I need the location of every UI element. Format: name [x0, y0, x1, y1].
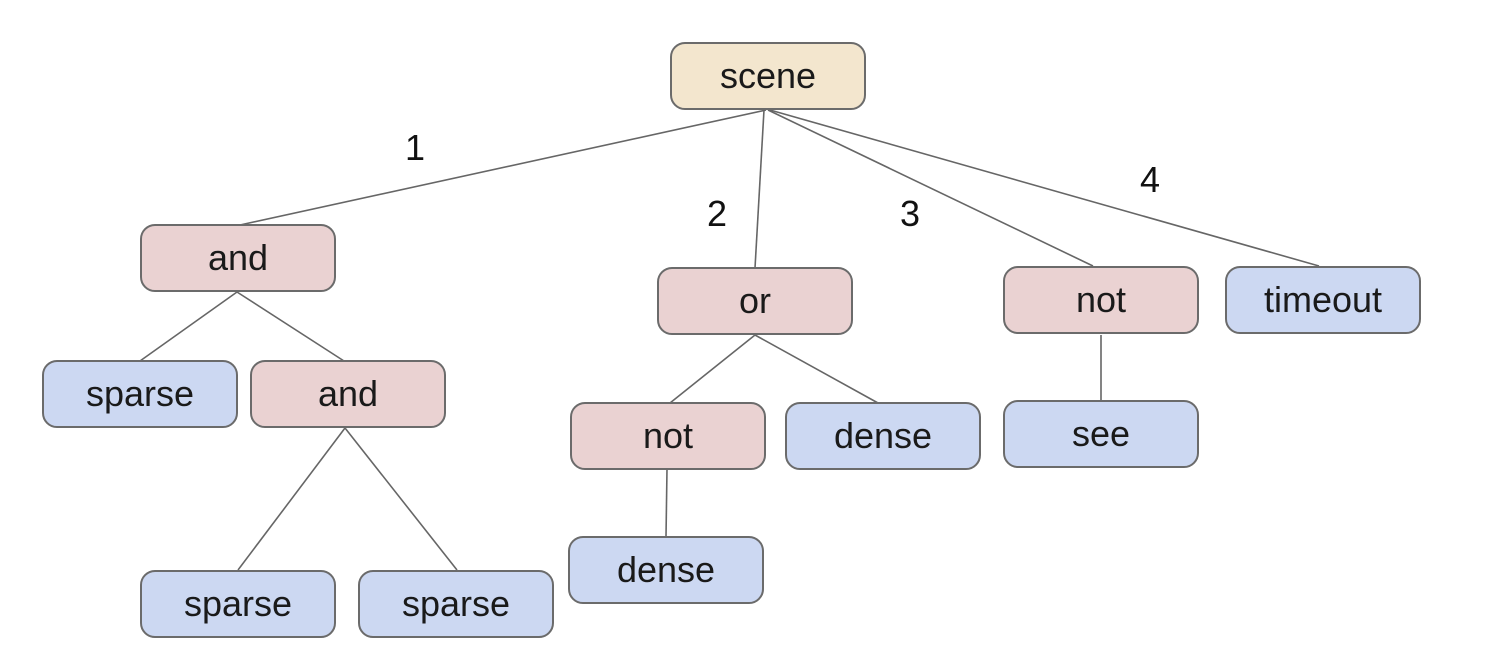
node-or: or	[657, 267, 853, 335]
node-sparse-1: sparse	[42, 360, 238, 428]
node-not-2: not	[1003, 266, 1199, 334]
edge-label-1: 1	[404, 127, 426, 168]
edge-and2-sparse-right	[344, 427, 458, 571]
edge-scene-and	[239, 109, 767, 226]
edge-label-3: 3	[899, 193, 921, 234]
edge-not-dense	[665, 468, 668, 538]
node-dense-2: dense	[568, 536, 764, 604]
node-sparse-2: sparse	[140, 570, 336, 638]
edge-and-sparse	[139, 291, 238, 362]
edge-label-2: 2	[706, 193, 728, 234]
edge-scene-or	[754, 109, 765, 269]
edge-or-not	[669, 334, 756, 404]
node-scene: scene	[670, 42, 866, 110]
node-sparse-3: sparse	[358, 570, 554, 638]
edge-and2-sparse-left	[237, 427, 346, 571]
node-timeout: timeout	[1225, 266, 1421, 334]
node-and-1: and	[140, 224, 336, 292]
edge-or-dense	[754, 334, 879, 404]
node-see: see	[1003, 400, 1199, 468]
node-and-2: and	[250, 360, 446, 428]
node-dense-1: dense	[785, 402, 981, 470]
node-not-1: not	[570, 402, 766, 470]
edge-scene-not	[767, 109, 1094, 267]
edge-label-4: 4	[1139, 159, 1161, 200]
edge-scene-timeout	[769, 109, 1320, 267]
edge-and-and	[236, 291, 345, 362]
